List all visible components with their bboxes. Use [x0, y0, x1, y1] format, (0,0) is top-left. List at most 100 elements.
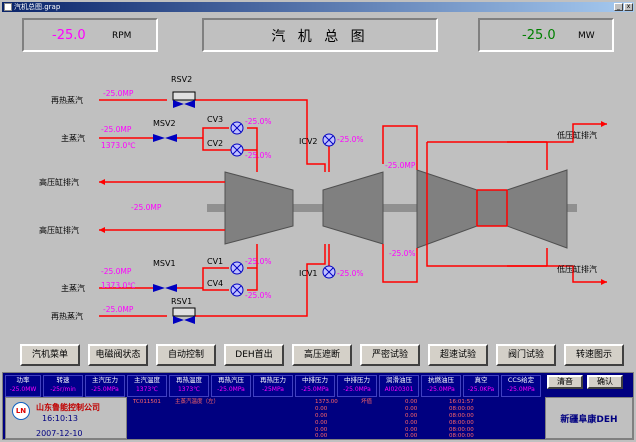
speed-chart-button[interactable]: 转速图示: [564, 344, 624, 366]
company-name: 山东鲁能控制公司: [36, 403, 100, 412]
status-col-reheat-pressure: 再热压力-25MPa: [253, 375, 293, 397]
alarm-row[interactable]: 0.00 0.00 08:00:00: [315, 427, 474, 433]
arrow-icon: [99, 179, 105, 185]
reheat-bottom-pressure: -25.0MP: [103, 305, 134, 314]
label-msv2: MSV2: [153, 119, 176, 128]
label-cv2: CV2: [207, 139, 223, 148]
lp-center-box: [476, 189, 508, 227]
crossover-pipe: [382, 125, 418, 283]
status-col-vacuum: 真空-25.0KPa: [463, 375, 499, 397]
confirm-button[interactable]: 确认: [587, 375, 623, 389]
status-col-reheat-steam-pressure: 再热汽压-25.0MPa: [211, 375, 251, 397]
clock-date: 2007-12-10: [36, 429, 83, 438]
label-msv1: MSV1: [153, 259, 176, 268]
minimize-icon[interactable]: _: [614, 3, 623, 11]
main-bottom-pipe: [99, 244, 258, 291]
valve-test-button[interactable]: 阀门试验: [496, 344, 556, 366]
main-top-temperature: 1373.0℃: [101, 141, 136, 150]
auto-control-button[interactable]: 自动控制: [156, 344, 216, 366]
alarm-row[interactable]: 0.00 0.00 08:00:00: [315, 433, 474, 439]
cv1-valve[interactable]: [230, 261, 244, 275]
main-bottom-temperature: 1373.0℃: [101, 281, 136, 290]
label-cv3: CV3: [207, 115, 223, 124]
title-bar: 汽机总图.grap _ x: [2, 2, 634, 12]
reheat-bottom-pipe: [99, 244, 326, 317]
tightness-test-button[interactable]: 严密试验: [360, 344, 420, 366]
hp-trip-button[interactable]: 高压遮断: [292, 344, 352, 366]
status-col-ccs-setpoint: CCS给定-25.0MPa: [501, 375, 541, 397]
company-panel: LN 山东鲁能控制公司 16:10:13 2007-12-10: [5, 397, 127, 439]
cv2-valve[interactable]: [230, 143, 244, 157]
turbine-diagram: 再热蒸汽 主蒸汽 高压缸排汽 高压缸排汽 主蒸汽 再热蒸汽 低压缸排汽 低压缸排…: [39, 75, 607, 324]
alarm-row[interactable]: 0.00 0.00 08:00:00: [315, 420, 474, 426]
icv2-percent: -25.0%: [337, 135, 364, 144]
function-button-row: 汽机菜单 电磁阀状态 自动控制 DEH首出 高压遮断 严密试验 超速试验 阀门试…: [20, 344, 630, 368]
rpm-unit: RPM: [112, 31, 132, 41]
label-hp-exhaust-1: 高压缸排汽: [39, 177, 79, 187]
msv1-valve[interactable]: [153, 284, 177, 292]
brand-name: 新疆阜康DEH: [560, 415, 618, 425]
deh-first-out-button[interactable]: DEH首出: [224, 344, 284, 366]
alarm-row[interactable]: TC011501 主蒸汽温度（左） 1373.00 坏值 0.00 16:01:…: [133, 399, 474, 405]
close-icon[interactable]: x: [624, 3, 633, 11]
rpm-panel: -25.0 RPM: [22, 18, 158, 52]
label-rsv1: RSV1: [171, 297, 192, 306]
solenoid-status-button[interactable]: 电磁阀状态: [88, 344, 148, 366]
cv3-valve[interactable]: [230, 121, 244, 135]
overspeed-test-button[interactable]: 超速试验: [428, 344, 488, 366]
arrow-icon: [601, 279, 607, 285]
label-reheat-bottom: 再热蒸汽: [51, 311, 83, 321]
icv1-percent: -25.0%: [337, 269, 364, 278]
main-bottom-pressure: -25.0MP: [101, 267, 132, 276]
arrow-icon: [99, 227, 105, 233]
hp-exhaust-pressure: -25.0MP: [131, 203, 162, 212]
turbine-shaft: [207, 204, 577, 212]
company-logo: LN: [12, 402, 30, 420]
msv2-valve[interactable]: [153, 134, 177, 142]
cv4-valve[interactable]: [230, 283, 244, 297]
window-title: 汽机总图.grap: [14, 3, 61, 11]
label-hp-exhaust-2: 高压缸排汽: [39, 225, 79, 235]
alarm-row[interactable]: 0.00 0.00 08:00:00: [315, 406, 474, 412]
label-cv4: CV4: [207, 279, 223, 288]
label-rsv2: RSV2: [171, 75, 192, 84]
cv4-percent: -25.0%: [245, 291, 272, 300]
label-main-bottom: 主蒸汽: [61, 283, 85, 293]
alarm-row[interactable]: 0.00 0.00 08:00:00: [315, 413, 474, 419]
mw-unit: MW: [578, 31, 595, 41]
hp-turbine: [224, 171, 294, 245]
alarm-list[interactable]: TC011501 主蒸汽温度（左） 1373.00 坏值 0.00 16:01:…: [129, 397, 541, 439]
label-cv1: CV1: [207, 257, 223, 266]
brand-panel: 新疆阜康DEH: [545, 397, 633, 439]
icv2-valve[interactable]: [322, 133, 336, 147]
icv1-valve[interactable]: [322, 265, 336, 279]
turbine-menu-button[interactable]: 汽机菜单: [20, 344, 80, 366]
cv2-percent: -25.0%: [245, 151, 272, 160]
rsv1-valve[interactable]: [172, 307, 196, 324]
silence-button[interactable]: 清音: [547, 375, 583, 389]
label-icv2: ICV2: [299, 137, 318, 146]
lp-exhaust-pipes: [507, 123, 607, 283]
lp-loop-pipe: [426, 141, 548, 267]
main-top-pipe: [99, 127, 258, 172]
rsv2-valve[interactable]: [172, 91, 196, 108]
cv3-percent: -25.0%: [245, 117, 272, 126]
label-icv1: ICV1: [299, 269, 318, 278]
status-col-speed: 转速-25r/min: [43, 375, 83, 397]
status-col-power: 功率-25.0MW: [5, 375, 41, 397]
status-col-ip-exhaust-2: 中排压力-25.0MPa: [337, 375, 377, 397]
status-col-main-pressure: 主汽压力-25.0MPa: [85, 375, 125, 397]
label-reheat-top: 再热蒸汽: [51, 95, 83, 105]
ip-turbine: [322, 171, 384, 245]
page-title: 汽 机 总 图: [271, 29, 369, 45]
status-col-ip-exhaust-1: 中排压力-25.0MPa: [295, 375, 335, 397]
mw-value: -25.0: [522, 28, 556, 43]
app-icon: [4, 3, 12, 11]
mw-panel: -25.0 MW: [478, 18, 614, 52]
clock-time: 16:10:13: [42, 414, 78, 423]
label-main-top: 主蒸汽: [61, 133, 85, 143]
ip-exhaust-pressure: -25.0MP: [385, 161, 416, 170]
